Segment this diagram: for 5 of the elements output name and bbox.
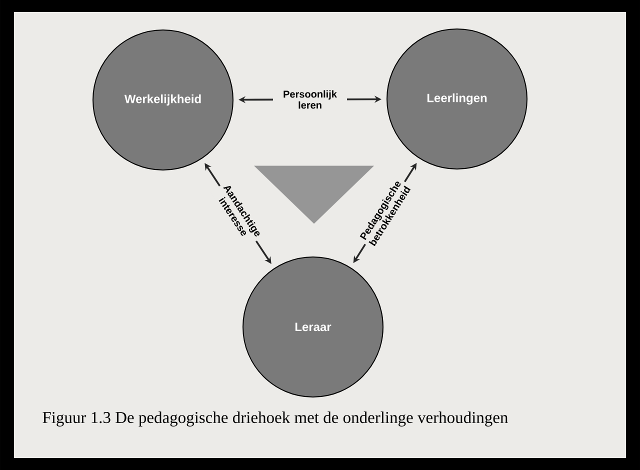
caption: Figuur 1.3 De pedagogische driehoek met de onderlinge verhoudingen [42,411,508,426]
circle-node: Werkelijkheid [92,30,234,170]
circle-node: Leraar [242,256,384,398]
circle-node: Leerlingen [386,28,528,170]
edge-label: Persoonlijk leren [272,88,348,111]
